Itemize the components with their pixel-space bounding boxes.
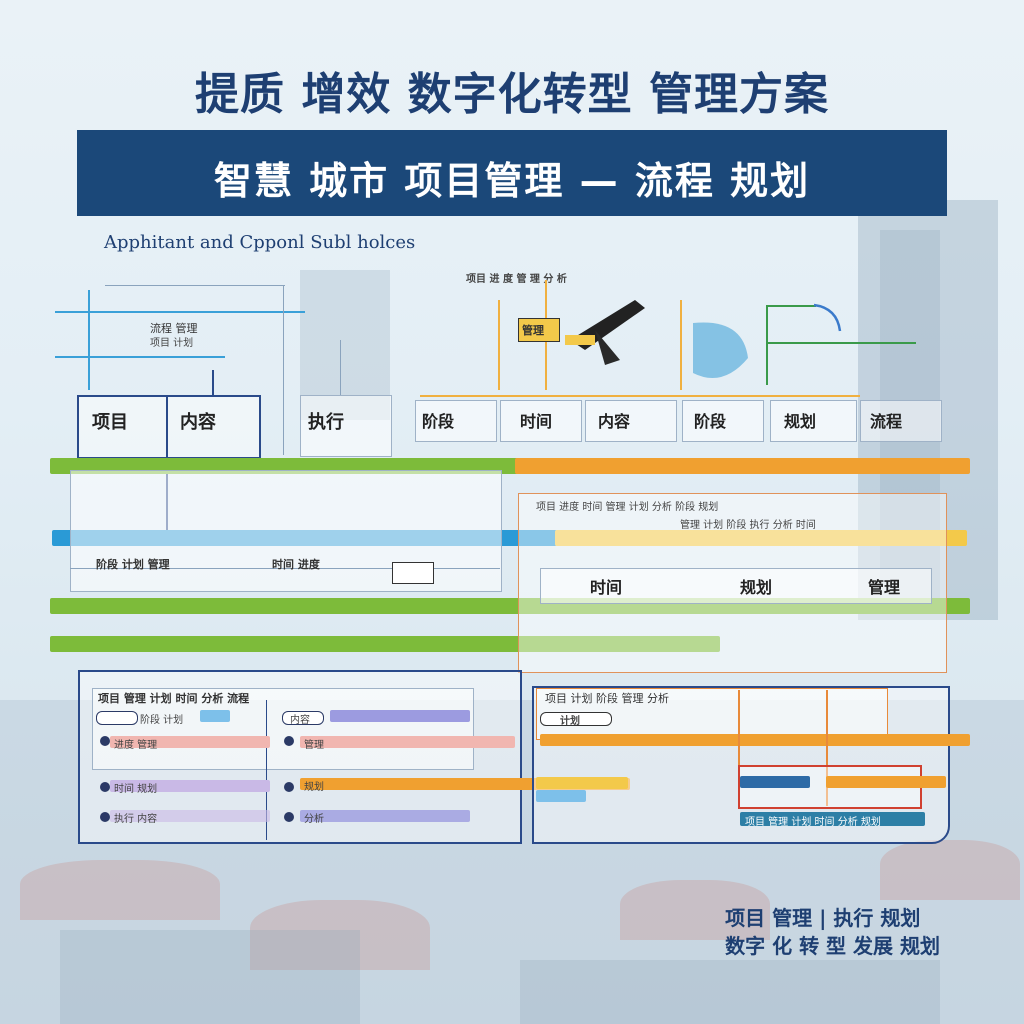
mid-node-5: 规划: [784, 412, 817, 431]
timeline-bar-yellow-1: [555, 530, 967, 546]
bl-item-2: 进度 管理: [114, 740, 158, 751]
right-row-1: 时间: [590, 578, 623, 597]
yellow-header: 项目 进 度 管 理 分 析: [466, 274, 567, 285]
mid-node-2: 时间: [520, 412, 553, 431]
br-item-4: 分析: [304, 814, 324, 825]
bottom-right-foot: 项目 管理 计划 时间 分析 规划: [745, 817, 881, 828]
right-row-3: 管理: [868, 578, 901, 597]
location-pin-icon: [683, 318, 753, 392]
bottom-left-header: 项目 管理 计划 时间 分析 流程: [98, 692, 250, 705]
mid-node-3: 内容: [598, 412, 631, 431]
header-banner: [77, 130, 947, 216]
footer: 项目 管理 | 执行 规划 数字 化 转 型 发展 规划: [725, 904, 940, 960]
right-row-2: 规划: [740, 578, 773, 597]
lower-left-label: 阶段 计划 管理: [96, 558, 170, 571]
arrow-icon: [812, 303, 842, 337]
lower-left-label2: 时间 进度: [272, 558, 320, 571]
top-node3-box: [300, 395, 392, 457]
page-title: 提质 增效 数字化转型 管理方案: [195, 69, 829, 120]
right-header2: 管理 计划 阶段 执行 分析 时间: [680, 520, 816, 531]
right-header: 项目 进度 时间 管理 计划 分析 阶段 规划: [536, 502, 719, 513]
timeline-bar-orange-1: [515, 458, 970, 474]
bottom-right-tag: 计划: [560, 716, 580, 727]
bottom-right-header: 项目 计划 阶段 管理 分析: [545, 692, 669, 705]
br-item-1: 内容: [290, 715, 310, 726]
mid-node-6: 流程: [870, 412, 903, 431]
subtitle: Apphitant and Cpponl Subl holces: [104, 232, 416, 253]
br-item-2: 管理: [304, 740, 324, 751]
mid-node-4: 阶段: [694, 412, 727, 431]
yellow-label: 管理: [522, 324, 544, 337]
bl-item-1: 阶段 计划: [140, 715, 184, 726]
top-node-3: 执行: [308, 412, 344, 433]
banner-title: 智慧 城市 项目管理 — 流程 规划: [213, 159, 811, 203]
bl-item-3: 时间 规划: [114, 784, 158, 795]
footer-line-1: 项目 管理 | 执行 规划: [725, 906, 921, 930]
mid-node-1: 阶段: [422, 412, 455, 431]
footer-line-2: 数字 化 转 型 发展 规划: [725, 934, 940, 958]
br-item-3: 规划: [304, 782, 324, 793]
pen-icon: [565, 290, 655, 374]
left-note2: 项目 计划: [150, 338, 194, 349]
bl-item-4: 执行 内容: [114, 814, 158, 825]
top-node-2: 内容: [180, 412, 216, 433]
top-node-1: 项目: [92, 412, 128, 433]
left-note: 流程 管理: [150, 322, 198, 335]
timeline-bar-green-3: [50, 636, 720, 652]
